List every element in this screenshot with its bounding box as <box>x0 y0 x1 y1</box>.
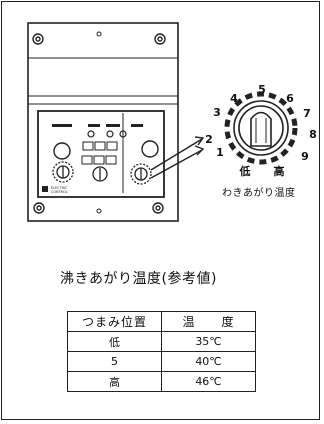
table-row: 低 35℃ <box>67 331 256 352</box>
column-header-temperature: 温 度 <box>161 311 256 332</box>
knob-position-cell: 低 <box>67 331 162 352</box>
brand-logo-icon <box>42 186 48 192</box>
table-header-row: つまみ位置 温 度 <box>67 311 256 332</box>
brand-line-2: CONTROL <box>51 190 68 194</box>
page-frame <box>1 1 320 420</box>
dial-high-label: 高 <box>274 164 285 178</box>
knob-position-cell: 5 <box>67 351 162 372</box>
dial-number-7: 7 <box>303 107 311 120</box>
dial-low-label: 低 <box>239 164 251 178</box>
temperature-knob-icon <box>130 163 152 185</box>
temperature-cell: 35℃ <box>161 331 256 352</box>
right-push-button <box>141 140 159 158</box>
table-row: 高 46℃ <box>67 371 256 392</box>
dial-number-4: 4 <box>230 92 238 105</box>
device-housing <box>27 22 179 222</box>
dial-caption: わきあがり温度 <box>222 188 296 199</box>
dial-number-9: 9 <box>301 150 309 163</box>
control-panel <box>37 110 165 198</box>
dial-number-6: 6 <box>286 92 294 105</box>
dial-number-2: 2 <box>205 133 213 146</box>
column-header-knob-position: つまみ位置 <box>67 311 162 332</box>
dial-number-1: 1 <box>216 146 224 159</box>
screw-icon <box>32 33 166 214</box>
bottom-hole <box>96 208 102 214</box>
temperature-cell: 46℃ <box>161 371 256 392</box>
temperature-cell: 40℃ <box>161 351 256 372</box>
section-title: 沸きあがり温度(参考値) <box>60 271 217 287</box>
dial-number-3: 3 <box>213 106 221 119</box>
controller-illustration: ELECTRIC CONTROL 1 2 3 4 5 6 7 8 9 低 高 <box>27 22 317 222</box>
dial-number-5: 5 <box>258 83 266 96</box>
table-row: 5 40℃ <box>67 351 256 372</box>
indicator-lamp-icon <box>87 130 127 138</box>
brand-line-1: ELECTRIC <box>51 186 68 190</box>
left-push-button <box>53 142 71 160</box>
knob-position-cell: 高 <box>67 371 162 392</box>
dial-number-8: 8 <box>309 128 317 141</box>
top-hole <box>96 31 102 37</box>
temperature-dial-icon <box>224 91 298 165</box>
pointer-arrow <box>150 136 205 179</box>
switch-block <box>81 141 118 165</box>
left-knob-icon <box>52 161 74 183</box>
middle-knob-icon <box>92 166 108 182</box>
reference-temperature-table: つまみ位置 温 度 低 35℃ 5 40℃ 高 46℃ <box>67 311 256 392</box>
